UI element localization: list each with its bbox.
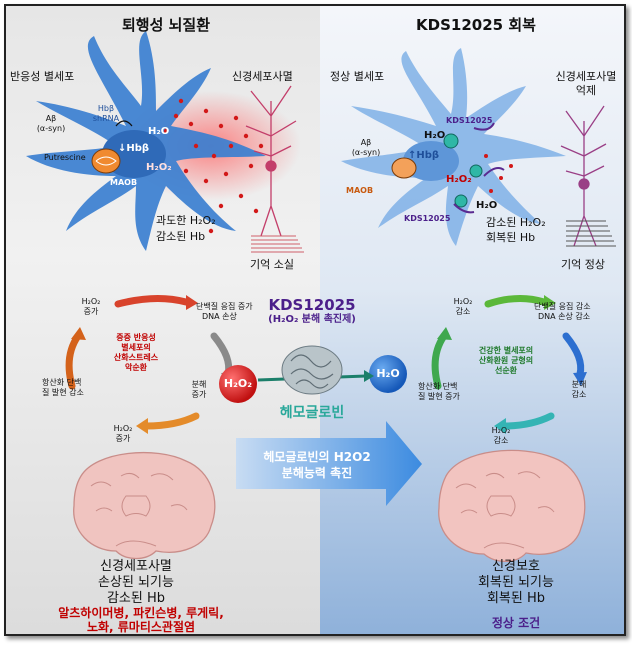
conversion-arrowhead (364, 370, 374, 382)
reactive-astrocyte-illustration (26, 31, 301, 251)
dying-neuron-left (245, 85, 297, 237)
h2o2-badge: H₂O₂ (223, 377, 253, 390)
memory-lines-left (251, 235, 304, 253)
kds-label-top: KDS12025 (446, 116, 493, 125)
illustration-layer (26, 31, 616, 563)
memory-normal-label: 기억 정상 (561, 258, 605, 271)
h2o-molecule-ball (369, 355, 407, 393)
memory-loss-label: 기억 소실 (250, 258, 294, 271)
lc-center-2: 별세포의 (121, 343, 151, 352)
normal-astrocyte-illustration (341, 48, 566, 246)
lc-left-2: 질 발현 감소 (42, 388, 84, 397)
rc-bottom-1: H₂O₂ (491, 426, 511, 435)
lc-center-3: 산화스트레스 (113, 353, 159, 362)
healthy-brain-illustration (438, 449, 586, 563)
rc-top-left-1: H₂O₂ (453, 297, 473, 306)
h2o2-dots-left (163, 98, 264, 234)
damaged-brain-illustration (73, 452, 216, 560)
normal-astrocyte-label: 정상 별세포 (330, 70, 385, 83)
lc-right-2: 증가 (191, 390, 207, 399)
lc-top-left-1: H₂O₂ (81, 297, 101, 306)
abeta-label-right: Aβ (360, 138, 372, 147)
neuron-death-label: 신경세포사멸 (232, 70, 293, 83)
right-outcome-3: 회복된 Hb (486, 591, 546, 606)
restored-hb-label-top: 회복된 Hb (486, 231, 536, 244)
lc-right-1: 분해 (191, 380, 207, 389)
right-outcome-2: 회복된 뇌기능 (478, 575, 554, 590)
lc-center-1: 중증 반응성 (116, 333, 156, 342)
neuron-death-inhibit-label-2: 억제 (575, 84, 597, 97)
left-title: 퇴행성 뇌질환 (121, 16, 211, 34)
neuron-death-inhibit-label-1: 신경세포사멸 (555, 70, 617, 83)
rc-right-1: 분해 (571, 380, 587, 389)
virtuous-cycle-arrows (431, 295, 585, 430)
putrescine-label: Putrescine (44, 153, 86, 162)
rc-center-3: 선순환 (494, 366, 518, 375)
h2o2-molecule-ball (219, 365, 257, 403)
promotion-text-1: 헤모글로빈의 H2O2 (263, 450, 371, 464)
lc-left-1: 항산화 단백 (42, 378, 82, 387)
lc-top-left-2: 증가 (83, 307, 99, 316)
rc-top-right-1: 단백질 응집 감소 (534, 302, 591, 311)
kds-label-bottom: KDS12025 (404, 214, 451, 223)
h2o2-label-left: H₂O₂ (146, 162, 172, 173)
figure-frame: 퇴행성 뇌질환 KDS12025 회복 반응성 별세포 신경세포사멸 Aβ (α… (4, 4, 626, 636)
disease-list-1: 알츠하이머병, 파킨슨병, 루게릭, (58, 606, 224, 620)
abeta-label: Aβ (45, 114, 57, 123)
maob-label-left: MAOB (110, 178, 138, 187)
h2o-label-right-a: H₂O (424, 130, 446, 141)
right-outcome-1: 신경보호 (492, 559, 540, 574)
memory-lines-right (566, 220, 616, 247)
hbb-up-label: ↑Hbβ (408, 150, 440, 161)
left-outcome-3: 감소된 Hb (106, 591, 166, 606)
virtuous-cycle-arrowheads (437, 295, 587, 434)
rc-center-2: 산화환원 균형의 (478, 356, 534, 365)
reduced-hb-label-top: 감소된 Hb (156, 230, 206, 243)
lc-center-4: 악순환 (124, 363, 148, 372)
h2o-badge: H₂O (376, 367, 400, 380)
lc-top-right-2: DNA 손상 (202, 312, 237, 321)
hemoglobin-label: 헤모글로빈 (279, 405, 345, 421)
h2o2-label-right: H₂O₂ (446, 174, 472, 185)
lc-top-right-1: 단백질 응집 증가 (196, 302, 253, 311)
excess-h2o2-label: 과도한 H₂O₂ (156, 214, 216, 227)
hbb-down-label: ↓Hbβ (118, 143, 150, 154)
h2o2-dots-right (484, 154, 513, 193)
normal-condition-label: 정상 조건 (491, 616, 541, 630)
hemoglobin-structure (281, 345, 343, 395)
reactive-astrocyte-label: 반응성 별세포 (10, 70, 75, 83)
right-title: KDS12025 회복 (416, 16, 536, 34)
left-outcome-2: 손상된 뇌기능 (98, 575, 174, 590)
lc-bottom-1: H₂O₂ (113, 424, 133, 433)
rc-bottom-2: 감소 (493, 436, 509, 445)
rc-left-2: 질 발현 증가 (418, 392, 460, 401)
asyn-label: (α-syn) (36, 124, 66, 133)
rc-top-left-2: 감소 (455, 307, 471, 316)
disease-list-2: 노화, 류마티스관절염 (86, 620, 196, 634)
rc-top-right-2: DNA 손상 감소 (538, 312, 591, 321)
drug-subtitle: (H₂O₂ 분해 촉진제) (268, 314, 356, 325)
hbb-shrna-label-2: shRNA (92, 114, 120, 123)
asyn-label-right: (α-syn) (351, 148, 381, 157)
h2o-label-right-b: H₂O (476, 200, 498, 211)
h2o-label-left: H₂O (148, 126, 170, 137)
lc-bottom-2: 증가 (115, 434, 131, 443)
left-outcome-1: 신경세포사멸 (100, 559, 172, 574)
promotion-text-2: 분해능력 촉진 (281, 466, 353, 480)
promotion-arrow (236, 421, 422, 506)
drug-name: KDS12025 (268, 296, 356, 314)
healthy-neuron-right (560, 105, 607, 247)
maob-label-right: MAOB (346, 186, 374, 195)
rc-right-2: 감소 (571, 390, 587, 399)
rc-left-1: 항산화 단백 (418, 382, 458, 391)
reduced-h2o2-label: 감소된 H₂O₂ (486, 216, 546, 229)
hbb-shrna-label-1: Hbβ (97, 104, 115, 113)
rc-center-1: 건강한 별세포의 (478, 346, 534, 355)
